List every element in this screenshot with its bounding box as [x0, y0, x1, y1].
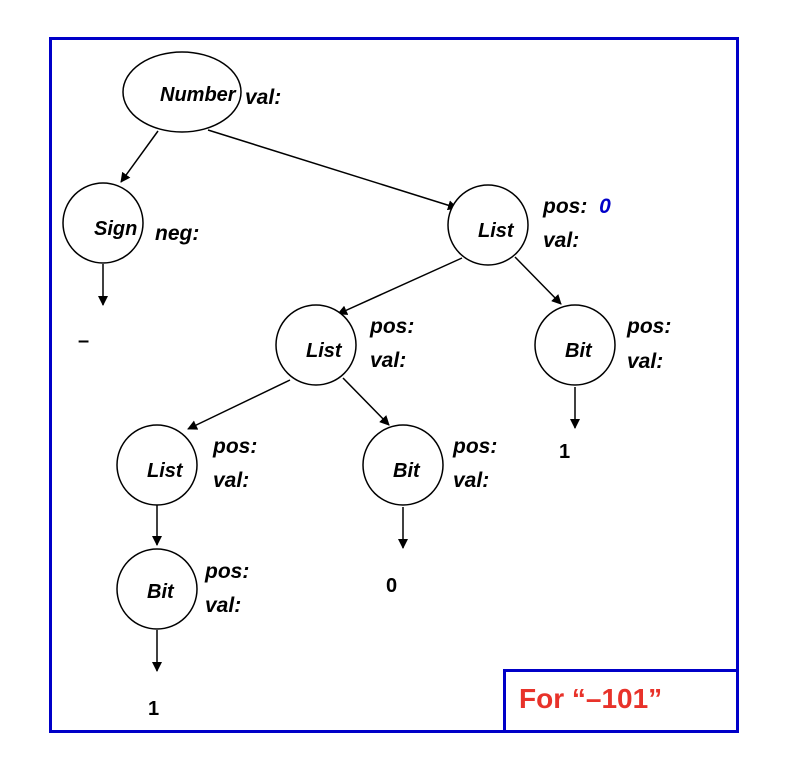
node-sign: Sign neg: –	[62, 182, 199, 352]
node-list2-attr-pos: pos:	[212, 435, 257, 458]
node-bit-left: Bit pos: val: 1	[116, 548, 249, 720]
node-bit-right-attr-pos: pos:	[626, 315, 671, 338]
leaf-bit-middle: 0	[386, 575, 397, 597]
node-list2: List pos: val:	[116, 424, 257, 506]
node-list0: List pos: 0 val:	[447, 184, 611, 266]
node-list1-shape	[275, 304, 357, 386]
edge-list0-bit-r	[514, 256, 562, 305]
node-sign-label: Sign	[94, 218, 137, 240]
node-list1-attr-pos: pos:	[369, 315, 414, 338]
edge-list1-bit-m	[342, 377, 390, 426]
node-bit-left-attr-pos: pos:	[204, 560, 249, 583]
node-bit-left-attr-val: val:	[205, 594, 241, 617]
caption-box	[503, 669, 736, 730]
node-bit-right-shape	[534, 304, 616, 386]
diagram-frame	[49, 37, 739, 733]
leaf-sign: –	[78, 330, 89, 352]
caption-text: For “–101”	[519, 683, 663, 714]
node-list2-attr-val: val:	[213, 469, 249, 492]
node-number-shape	[122, 51, 242, 133]
node-bit-right-attr-val: val:	[627, 350, 663, 373]
node-bit-left-shape	[116, 548, 198, 630]
edge-number-sign	[120, 130, 159, 183]
node-bit-left-label: Bit	[147, 581, 175, 603]
leaf-bit-right: 1	[559, 441, 570, 463]
leaf-bit-left: 1	[148, 698, 159, 720]
node-list2-shape	[116, 424, 198, 506]
node-list0-label: List	[478, 220, 515, 242]
node-bit-middle: Bit pos: val: 0	[362, 424, 497, 597]
node-number: Number val:	[122, 51, 281, 133]
edge-number-list0	[207, 129, 458, 211]
node-bit-middle-attr-val: val:	[453, 469, 489, 492]
node-bit-middle-attr-pos: pos:	[452, 435, 497, 458]
node-list1: List pos: val:	[275, 304, 414, 386]
edge-list0-list1	[337, 257, 463, 315]
node-bit-right-label: Bit	[565, 340, 593, 362]
node-list0-attr-val: val:	[543, 229, 579, 252]
node-list0-pos-value: 0	[599, 195, 611, 218]
node-list2-label: List	[147, 460, 184, 482]
node-bit-middle-label: Bit	[393, 460, 421, 482]
node-sign-attr-neg: neg:	[155, 222, 199, 245]
node-sign-shape	[62, 182, 144, 264]
node-list0-pos-name: pos:	[542, 195, 587, 218]
node-list0-attr-pos: pos: 0	[542, 195, 611, 218]
node-list1-label: List	[306, 340, 343, 362]
node-number-attr-val: val:	[245, 86, 281, 109]
edge-list1-list2	[187, 379, 291, 430]
node-bit-right: Bit pos: val: 1	[534, 304, 671, 463]
node-list1-attr-val: val:	[370, 349, 406, 372]
node-bit-middle-shape	[362, 424, 444, 506]
node-list0-shape	[447, 184, 529, 266]
node-number-label: Number	[160, 84, 237, 106]
